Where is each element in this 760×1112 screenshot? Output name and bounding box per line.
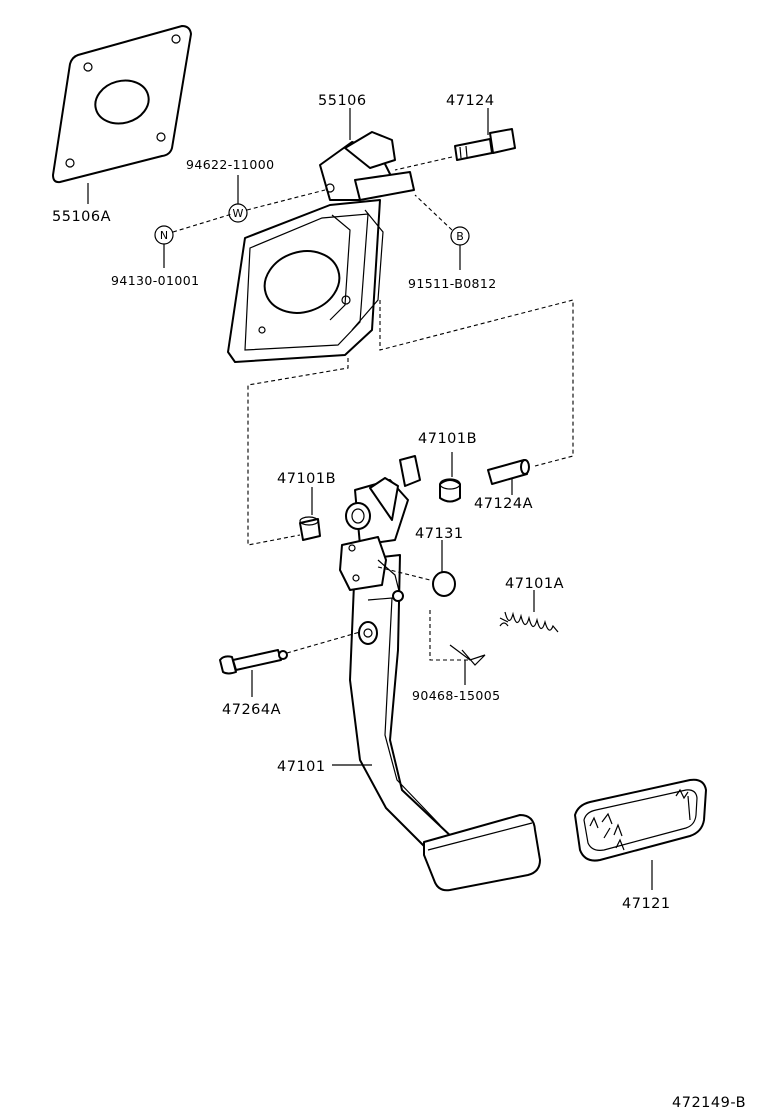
stop-cushion-47131 bbox=[432, 540, 456, 597]
label-90468-15005: 90468-15005 bbox=[412, 688, 500, 703]
assembly-line-left bbox=[247, 358, 349, 546]
pivot-bolt-47264A bbox=[219, 631, 361, 697]
callout-n-letter: N bbox=[160, 229, 168, 242]
gasket-plate-55106A bbox=[52, 25, 192, 204]
label-47121: 47121 bbox=[622, 896, 671, 912]
diagram-id: 472149-B bbox=[672, 1095, 746, 1111]
label-47101A: 47101A bbox=[505, 576, 564, 592]
label-55106: 55106 bbox=[318, 93, 367, 109]
label-47124: 47124 bbox=[446, 93, 495, 109]
callout-w-letter: W bbox=[233, 207, 244, 220]
label-94130-01001: 94130-01001 bbox=[111, 273, 199, 288]
pedal-bracket-55106 bbox=[227, 108, 415, 363]
bushing-47101B-top bbox=[439, 452, 461, 503]
label-91511-B0812: 91511-B0812 bbox=[408, 276, 497, 291]
brake-pedal-arm-47101 bbox=[332, 554, 541, 892]
label-47131: 47131 bbox=[415, 526, 464, 542]
pedal-pivot-assembly bbox=[339, 455, 431, 602]
label-55106A: 55106A bbox=[52, 209, 111, 225]
collar-47124A bbox=[487, 459, 530, 495]
callout-b-letter: B bbox=[456, 230, 464, 243]
bushing-47101B-left bbox=[299, 487, 321, 541]
return-spring-47101A bbox=[499, 590, 559, 633]
bolt-47124 bbox=[394, 108, 516, 171]
label-47101B-top: 47101B bbox=[418, 431, 477, 447]
pedal-pad-47121 bbox=[574, 778, 707, 890]
nut-callout-94130: N bbox=[154, 213, 233, 268]
label-47101: 47101 bbox=[277, 759, 326, 775]
washer-callout-94622: W bbox=[228, 175, 326, 223]
label-47101B-left: 47101B bbox=[277, 471, 336, 487]
label-47124A: 47124A bbox=[474, 496, 533, 512]
clip-90468 bbox=[429, 610, 486, 685]
label-47264A: 47264A bbox=[222, 702, 281, 718]
bolt-callout-91511: B bbox=[414, 194, 470, 270]
label-94622-11000: 94622-11000 bbox=[186, 157, 274, 172]
